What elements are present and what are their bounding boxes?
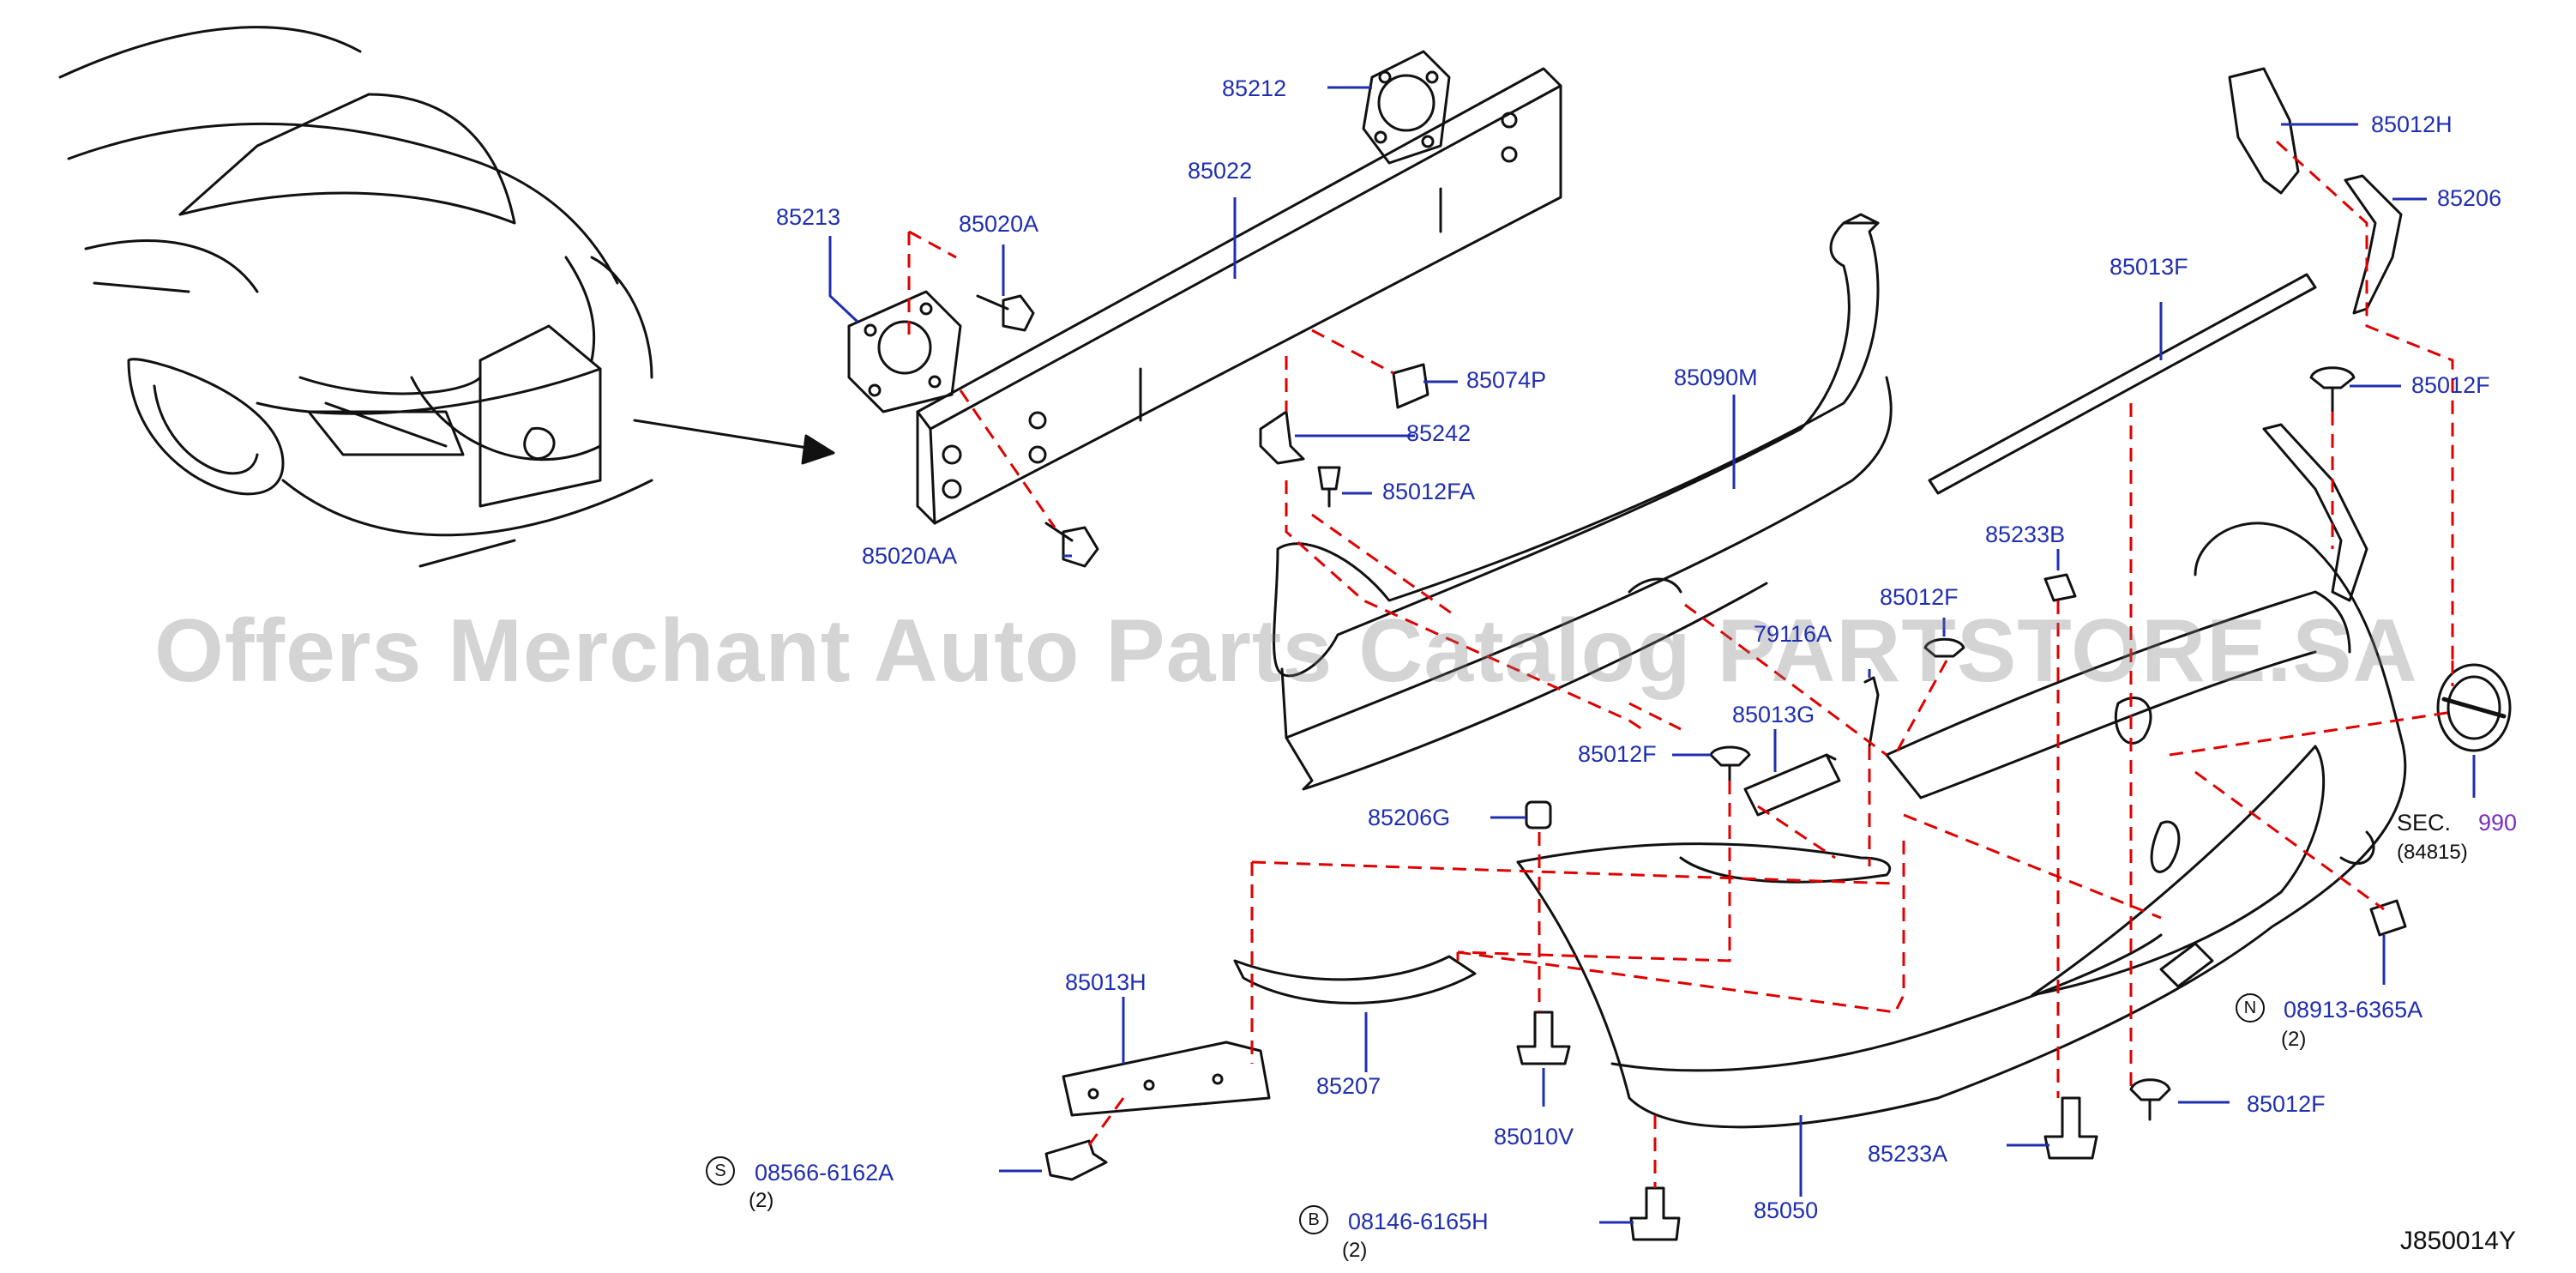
watermark: Offers Merchant Auto Parts Catalog PARTS… — [154, 601, 2418, 701]
label-85012F-top[interactable]: 85012F — [2411, 372, 2490, 398]
label-85012F-mid[interactable]: 85012F — [1880, 584, 1959, 610]
pin-79116A — [1863, 676, 1880, 748]
label-85213[interactable]: 85213 — [776, 204, 841, 230]
label-85012FA[interactable]: 85012FA — [1382, 479, 1476, 504]
clip-85074P — [1392, 363, 1429, 409]
label-85020A[interactable]: 85020A — [959, 211, 1039, 237]
fastener-s-circle: S — [706, 1156, 735, 1186]
section-number-link[interactable]: 990 — [2478, 810, 2518, 836]
bracket-85242 — [1259, 410, 1305, 465]
bracket-85213 — [847, 290, 962, 413]
label-08146-6165H[interactable]: 08146-6165H — [1348, 1209, 1489, 1234]
label-85233B[interactable]: 85233B — [1985, 522, 2066, 547]
label-85050[interactable]: 85050 — [1754, 1198, 1819, 1223]
label-85010V[interactable]: 85010V — [1494, 1124, 1574, 1149]
fastener-n-circle: N — [2236, 993, 2265, 1023]
section-sub: (84815) — [2397, 841, 2468, 864]
bracket-85012H — [2228, 67, 2300, 195]
bolt-08146-6165H — [1629, 1186, 1681, 1241]
foam-85013G — [1743, 753, 1841, 817]
section-prefix: SEC. — [2397, 810, 2452, 836]
bracket-85207 — [1233, 955, 1477, 1005]
label-85074P[interactable]: 85074P — [1466, 367, 1547, 393]
emblem-sec-990 — [2436, 663, 2512, 752]
label-08913-6365A[interactable]: 08913-6365A — [2284, 997, 2423, 1023]
label-85212[interactable]: 85212 — [1222, 75, 1287, 101]
clip-85012F-top — [2309, 366, 2356, 413]
label-85022[interactable]: 85022 — [1188, 158, 1253, 184]
label-85013H[interactable]: 85013H — [1065, 969, 1147, 995]
clip-85012F-left — [1709, 745, 1751, 782]
nut-85233B — [2043, 573, 2077, 602]
clip-85012FA — [1317, 466, 1341, 508]
label-85242[interactable]: 85242 — [1406, 420, 1472, 446]
bolt-85010V — [1516, 1011, 1571, 1065]
side-bracket-right — [2262, 423, 2368, 602]
bolt-08566-6162A — [1044, 1139, 1108, 1181]
clip-85012F-bottom — [2129, 1078, 2171, 1121]
bracket-85206 — [2344, 174, 2403, 315]
label-85013F[interactable]: 85013F — [2110, 254, 2188, 280]
bolt-85020AA — [1044, 522, 1099, 568]
strip-85013F — [1928, 273, 2317, 495]
qty-08566-6162A: (2) — [749, 1189, 774, 1212]
label-85020AA[interactable]: 85020AA — [862, 543, 958, 569]
label-85206G[interactable]: 85206G — [1368, 805, 1451, 830]
grommet-85206G — [1525, 800, 1552, 830]
clip-85012F-mid — [1923, 637, 1965, 658]
diagram-code: J850014Y — [2399, 1227, 2516, 1255]
bolt-85233A — [2043, 1096, 2098, 1160]
label-79116A[interactable]: 79116A — [1754, 621, 1833, 647]
label-08566-6162A[interactable]: 08566-6162A — [755, 1160, 894, 1186]
label-85012F-bottom[interactable]: 85012F — [2247, 1091, 2326, 1117]
car-rear-illustration — [58, 26, 835, 568]
label-85207[interactable]: 85207 — [1316, 1073, 1381, 1099]
energy-absorber-85090M — [1273, 213, 1893, 791]
label-85206[interactable]: 85206 — [2437, 185, 2502, 211]
label-85012F-left[interactable]: 85012F — [1578, 741, 1657, 767]
label-85090M[interactable]: 85090M — [1674, 365, 1758, 390]
qty-08146-6165H: (2) — [1342, 1239, 1368, 1262]
qty-08913-6365A: (2) — [2281, 1028, 2307, 1051]
label-85013G[interactable]: 85013G — [1732, 702, 1815, 727]
fastener-b-circle: B — [1299, 1205, 1328, 1234]
label-85012H[interactable]: 85012H — [2371, 112, 2453, 137]
bolt-85020A — [976, 294, 1035, 332]
reinforcement-beam-85022 — [916, 67, 1562, 525]
bumper-fascia-85050 — [1516, 522, 2407, 1129]
bracket-85013H — [1062, 1041, 1271, 1117]
bracket-85212 — [1362, 50, 1451, 165]
clip-08913-6365A — [2369, 899, 2407, 937]
label-85233A[interactable]: 85233A — [1868, 1141, 1948, 1167]
